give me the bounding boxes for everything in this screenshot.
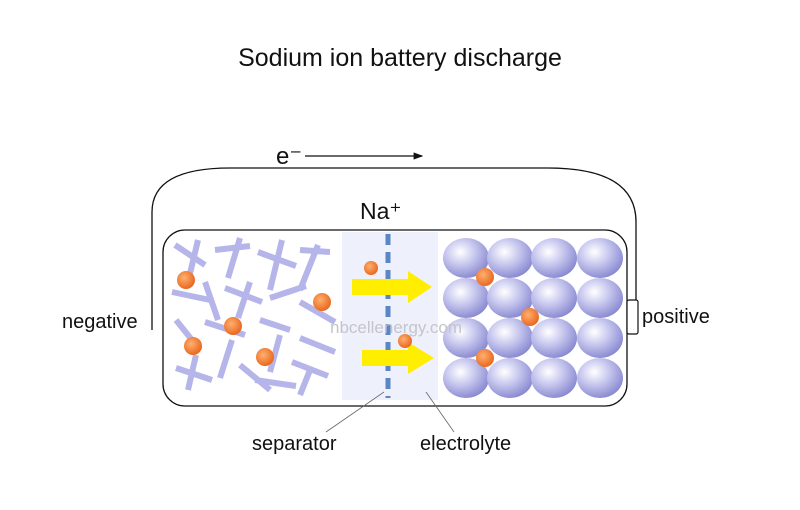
cathode-sphere: [443, 278, 489, 318]
ion-flow-arrow-bottom: [362, 342, 434, 374]
watermark: nbcellenergy.com: [330, 318, 462, 337]
cathode-sphere: [531, 318, 577, 358]
cathode-sphere: [487, 238, 533, 278]
cathode-sphere: [531, 278, 577, 318]
separator-leader: [325, 391, 385, 433]
separator-label: separator: [252, 433, 337, 455]
cathode-sphere: [577, 318, 623, 358]
electron-label: e⁻: [276, 143, 303, 170]
cathode-sphere: [443, 238, 489, 278]
sodium-ion-label: Na⁺: [360, 198, 402, 224]
cathode-sphere: [531, 238, 577, 278]
anode-material: [171, 237, 337, 397]
cathode-sphere: [443, 358, 489, 398]
cathode-sphere: [577, 238, 623, 278]
cathode-sphere: [577, 278, 623, 318]
ion-flow-arrow-top: [352, 271, 432, 303]
electrolyte-label: electrolyte: [420, 433, 512, 455]
external-wire: [151, 167, 637, 330]
negative-electrode-label: negative: [62, 311, 138, 333]
cathode-sphere: [443, 318, 489, 358]
sodium-ions: [177, 261, 539, 367]
cathode-sphere: [577, 358, 623, 398]
ion-flow-arrows: [352, 271, 434, 374]
cathode-sphere: [531, 358, 577, 398]
cathode-sphere: [487, 318, 533, 358]
cathode-sphere: [487, 358, 533, 398]
diagram-title: Sodium ion battery discharge: [238, 44, 562, 72]
electrolyte-leader: [425, 391, 455, 433]
cathode-sphere: [487, 278, 533, 318]
cathode-material: [443, 238, 623, 398]
positive-terminal: [626, 299, 639, 335]
positive-electrode-label: positive: [642, 306, 710, 328]
